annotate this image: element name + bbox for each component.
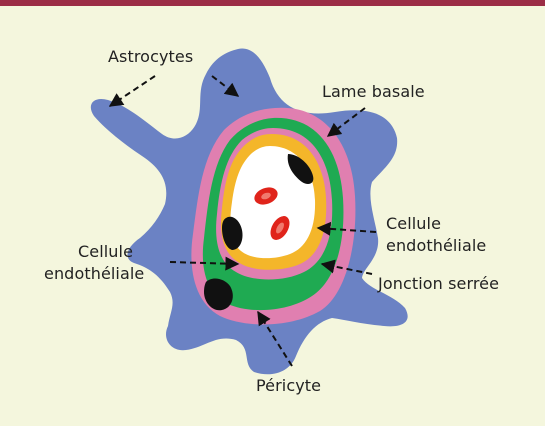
label-jonction-serree: Jonction serrée [378, 274, 499, 294]
label-cellule-endo-left-line2: endothéliale [44, 264, 144, 284]
label-cellule-endo-right-line2: endothéliale [386, 236, 486, 256]
label-pericyte: Péricyte [256, 376, 321, 396]
label-cellule-endo-right-line1: Cellule [386, 214, 441, 234]
label-astrocytes: Astrocytes [108, 47, 193, 67]
arrow-astrocytes-left [110, 76, 155, 106]
label-lame-basale: Lame basale [322, 82, 425, 102]
label-cellule-endo-left-line1: Cellule [78, 242, 133, 262]
blood-brain-barrier-diagram [0, 6, 545, 426]
